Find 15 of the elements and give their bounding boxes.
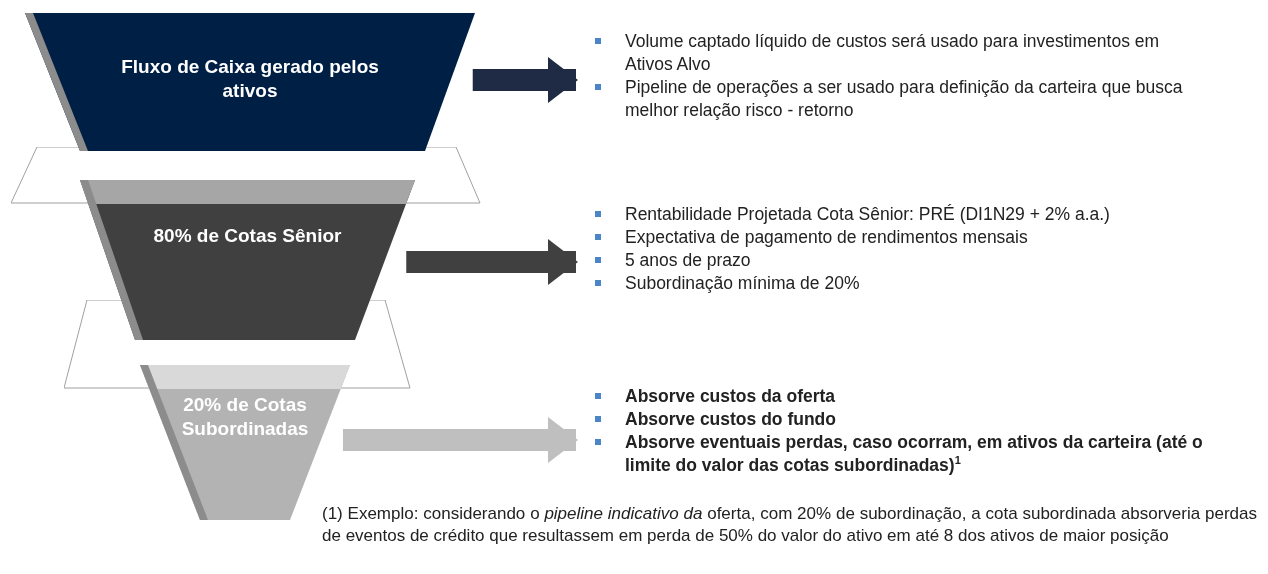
bullet-text: Volume captado líquido de custos será usado para investimentos em Ativos Alvo: [625, 31, 1160, 74]
segment-label: 20% de Cotas Subordinadas: [180, 393, 310, 441]
block-arrow: [342, 417, 578, 463]
bullet-text: Absorve custos do fundo: [625, 409, 836, 429]
bullet-text: 5 anos de prazo: [625, 250, 751, 270]
bullet-text: Subordinação mínima de 20%: [625, 273, 860, 293]
segment-label: 80% de Cotas Sênior: [152, 224, 343, 248]
bullet-text: Absorve custos da oferta: [625, 386, 836, 406]
segment-label: Fluxo de Caixa gerado pelos ativos: [120, 55, 380, 103]
bullet-text: Absorve eventuais perdas, caso ocorram, em ativos da carteira (até o limite do valor das cotas subordinadas)$^{1}$: [625, 432, 1203, 475]
bullet-text: Rentabilidade Projetada Cota Sênior: PRÉ (DI1N29 + 2% a.a.): [625, 204, 1110, 224]
bullet-text: Pipeline de operações a ser usado para definição da carteira que busca melhor relação risco - retorno: [625, 77, 1183, 120]
block-arrow: [472, 57, 578, 103]
footnote: (1) Exemplo: considerando o pipeline indicativo da oferta, com 20% de subordinação, a cota subordinada absorveria perdas de eventos de crédito que resultassem em perda de 50% do valor do ativo em até 8 dos ativos de maior posição: [322, 503, 1257, 547]
bullet-text: Expectativa de pagamento de rendimentos mensais: [625, 227, 1028, 247]
